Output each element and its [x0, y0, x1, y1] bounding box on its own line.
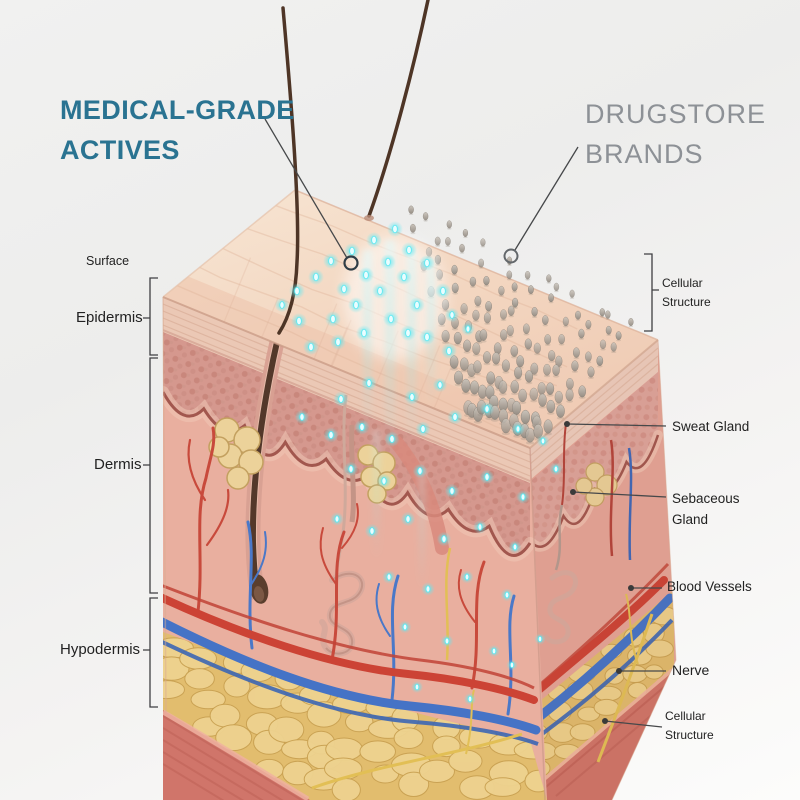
drugstore-point-circle [503, 248, 519, 264]
sebaceous-leader-line [572, 491, 667, 498]
hair-shafts [277, 0, 430, 335]
sweat-gland-leader-line [566, 423, 667, 427]
cellular-structure-top-label: Cellular Structure [662, 274, 711, 312]
drugstore-brands-title: DRUGSTORE BRANDS [585, 94, 766, 174]
annotations [143, 118, 667, 728]
artery-front [163, 592, 538, 704]
sebaceous-gland-front [208, 417, 264, 490]
hypodermis-label: Hypodermis [60, 641, 141, 658]
cellular-bottom-line2: Structure [665, 728, 714, 742]
medical-leader-line [264, 118, 348, 259]
medical-title-line1: MEDICAL-GRADE [60, 95, 295, 125]
dermis-label: Dermis [94, 456, 142, 473]
nerve-root [311, 732, 523, 790]
skin-right-face [530, 340, 676, 800]
block-edges [162, 189, 677, 800]
epidermis-label: Epidermis [76, 309, 143, 326]
cellular-bottom-leader-line [604, 720, 663, 728]
vein-right [533, 593, 675, 723]
blood-vessels-dot [628, 585, 634, 591]
hypodermis-bracket [143, 597, 158, 708]
sweat-gland-label: Sweat Gland [672, 419, 750, 434]
nerve-dot [616, 668, 622, 674]
sweat-gland-coil-right [543, 570, 578, 645]
stratum-corneum-right [530, 347, 659, 473]
nerve-right [596, 613, 654, 763]
medical-grade-actives-title: MEDICAL-GRADE ACTIVES [60, 90, 295, 170]
sweat-gland-dot [564, 421, 570, 427]
drugstore-title-line2: BRANDS [585, 139, 704, 169]
epidermis-front [163, 332, 530, 556]
sweat-duct-right [561, 423, 567, 506]
cellular-structure-bracket [644, 253, 659, 332]
medical-point-circle [343, 255, 359, 271]
drugstore-title-line1: DRUGSTORE [585, 99, 767, 129]
surface-label: Surface [86, 254, 130, 268]
epidermis-right [532, 372, 658, 547]
medical-title-line2: ACTIVES [60, 135, 180, 165]
artery-right [530, 576, 668, 698]
sebaceous-line2: Gland [672, 512, 709, 527]
nerve-label: Nerve [672, 662, 710, 678]
cellular-top-line1: Cellular [662, 276, 703, 290]
epidermis-bracket [143, 277, 158, 356]
cellular-top-line2: Structure [662, 295, 711, 309]
medical-grade-particles [274, 221, 563, 705]
vein-front [163, 615, 541, 735]
hair-shaft-right [367, 0, 430, 218]
cellular-bottom-line1: Cellular [665, 709, 706, 723]
hair-shaft-left [277, 6, 300, 335]
drugstore-leader-line [514, 146, 579, 251]
stratum-corneum-front [163, 297, 530, 483]
blood-vessels-label: Blood Vessels [667, 579, 752, 594]
sebaceous-dot [570, 489, 576, 495]
capillary-right [609, 439, 614, 557]
cellular-bottom-dot [602, 718, 608, 724]
dermis-bracket [143, 357, 158, 594]
drugstore-particles [408, 205, 634, 445]
sebaceous-line1: Sebaceous [672, 491, 740, 506]
cellular-structure-bottom-label: Cellular Structure [665, 707, 714, 745]
sebaceous-gland-label: Sebaceous Gland [672, 488, 740, 530]
